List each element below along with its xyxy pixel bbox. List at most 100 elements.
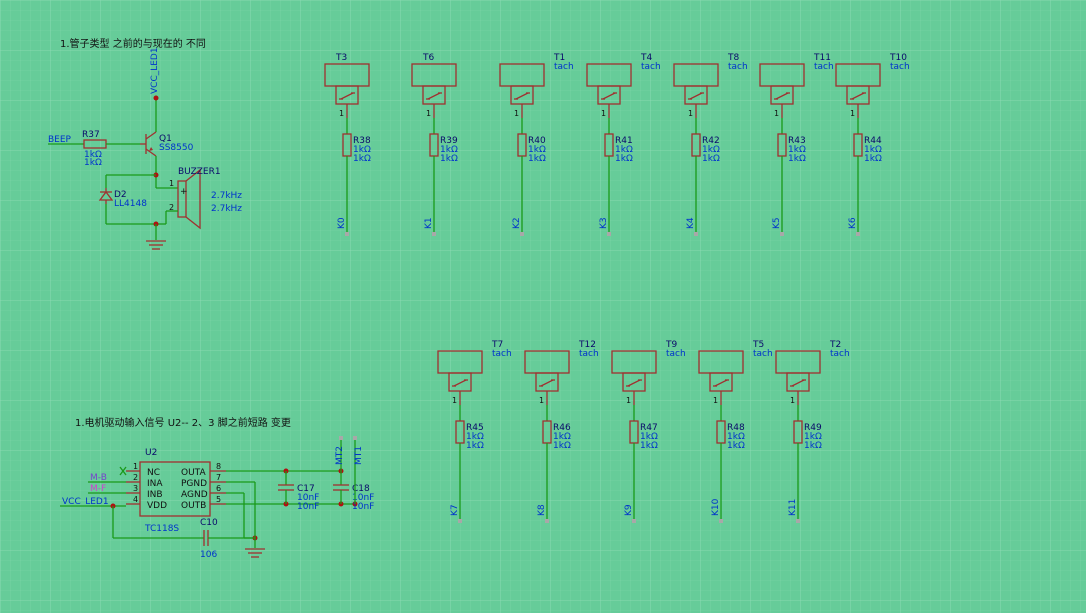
buzzer-circuit: VCC_LED1 BEEP R37 1kΩ 1kΩ Q1 SS8550 [48,47,242,250]
resistor-label: R48 [727,423,745,433]
svg-text:1: 1 [169,179,174,188]
resistor-label: R42 [702,136,720,146]
svg-text:PGND: PGND [181,479,207,489]
resistor-label: R46 [553,423,571,433]
switch-label: T6 [422,53,434,63]
svg-text:1kΩ: 1kΩ [84,150,102,160]
net-vcc-led1-top: VCC_LED1 [150,47,160,94]
switch-pin-number: 1 [514,109,519,118]
switch-pin-number: 1 [850,109,855,118]
net-label: K5 [772,217,782,229]
svg-text:10nF: 10nF [297,502,319,512]
note-top: 1.管子类型 之前的与现在的 不同 [60,37,206,50]
switch-pin-number: 1 [601,109,606,118]
resistor-value: 1kΩ [440,154,458,164]
svg-text:MT1: MT1 [354,446,364,465]
resistor-value: 1kΩ [615,154,633,164]
switch-value: tach [666,349,686,359]
switch-pin-number: 1 [539,396,544,405]
switch-value: tach [641,62,661,72]
resistor-value: 1kΩ [528,154,546,164]
ic-u2 [139,461,211,517]
svg-text:2: 2 [133,473,138,482]
svg-text:NC: NC [147,468,160,478]
svg-text:8: 8 [216,462,221,471]
switch-pin-number: 1 [452,396,457,405]
resistor-value: 1kΩ [466,441,484,451]
switch-label: T1 [553,53,565,63]
switch-pin-number: 1 [790,396,795,405]
svg-text:AGND: AGND [181,490,208,500]
resistor-label: R45 [466,423,484,433]
resistor-label: R43 [788,136,806,146]
net-label: K0 [337,217,347,229]
svg-text:BUZZER1: BUZZER1 [178,167,221,177]
svg-text:2.7kHz: 2.7kHz [211,204,242,214]
svg-text:C18: C18 [352,484,370,494]
resistor-value: 1kΩ [804,432,822,442]
svg-text:Q1: Q1 [159,134,172,144]
svg-text:1kΩ: 1kΩ [84,158,102,168]
ground-symbol-motor [245,548,265,558]
switch-pin-number: 1 [426,109,431,118]
switch-pin-number: 1 [774,109,779,118]
switch-row-2: 1T7tachR451kΩ1kΩK71T12tachR461kΩ1kΩK81T9… [437,340,850,523]
svg-text:M-B: M-B [90,473,107,483]
net-label: K7 [450,504,460,516]
svg-text:7: 7 [216,473,221,482]
switch-value: tach [579,349,599,359]
resistor-value: 1kΩ [788,154,806,164]
svg-text:VCC_LED1: VCC_LED1 [62,497,109,507]
resistor-label: R44 [864,136,882,146]
resistor-label: R49 [804,423,822,433]
ground-symbol-buzzer [146,240,166,250]
switch-pin-number: 1 [688,109,693,118]
svg-text:TC118S: TC118S [144,524,179,534]
svg-text:C10: C10 [200,518,218,528]
switch-label: T2 [829,340,841,350]
net-label: K3 [599,217,609,229]
capacitor-c18 [333,471,349,504]
switch-value: tach [728,62,748,72]
net-label: K4 [686,217,696,229]
net-label: K10 [711,498,721,516]
switch-label: T8 [727,53,739,63]
switch-pin-number: 1 [339,109,344,118]
resistor-value: 1kΩ [640,432,658,442]
resistor-value: 1kΩ [353,154,371,164]
switch-label: T4 [640,53,652,63]
svg-text:INB: INB [147,490,163,500]
resistor-value: 1kΩ [353,145,371,155]
switch-label: T3 [335,53,347,63]
svg-text:10nF: 10nF [352,502,374,512]
resistor-value: 1kΩ [727,441,745,451]
resistor-value: 1kΩ [466,432,484,442]
svg-text:OUTB: OUTB [181,501,206,511]
svg-text:C17: C17 [297,484,315,494]
svg-text:4: 4 [133,495,138,504]
svg-text:U2: U2 [145,448,157,458]
net-label: K2 [512,217,522,229]
svg-text:VDD: VDD [147,501,167,511]
svg-text:+: + [180,187,188,197]
svg-text:2: 2 [169,203,174,212]
resistor-value: 1kΩ [615,145,633,155]
resistor-label: R39 [440,136,458,146]
svg-text:10nF: 10nF [352,493,374,503]
svg-text:OUTA: OUTA [181,468,206,478]
resistor-label: R41 [615,136,633,146]
